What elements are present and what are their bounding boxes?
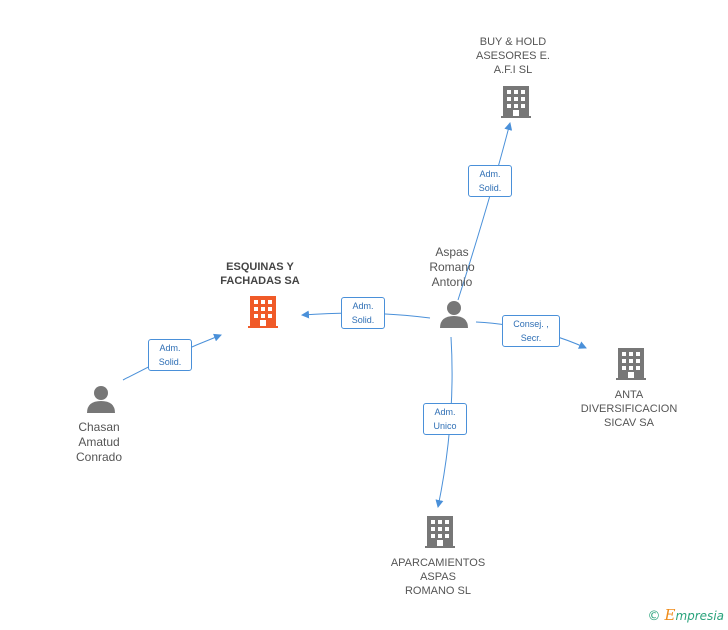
node-label-aparcamientos[interactable]: APARCAMIENTOS ASPAS ROMANO SL xyxy=(390,557,486,597)
building-icon[interactable] xyxy=(616,348,646,380)
node-label-chasan[interactable]: Chasan Amatud Conrado xyxy=(75,420,123,464)
node-label-esquinas[interactable]: ESQUINAS Y FACHADAS SA xyxy=(220,261,300,287)
brand-name: mpresia xyxy=(675,609,724,623)
building-icon[interactable] xyxy=(248,296,278,328)
edge-label-aspas-aparcamientos: Adm. Unico xyxy=(423,403,467,435)
edge-label-chasan-esquinas: Adm. Solid. xyxy=(148,339,192,371)
person-icon[interactable] xyxy=(87,386,115,413)
edge-label-aspas-esquinas: Adm. Solid. xyxy=(341,297,385,329)
person-icon[interactable] xyxy=(440,301,468,328)
edge-label-aspas-anta: Consej. , Secr. xyxy=(502,315,560,347)
building-icon[interactable] xyxy=(425,516,455,548)
brand-logo: ©Empresia xyxy=(647,606,724,624)
node-label-buyhold[interactable]: BUY & HOLD ASESORES E. A.F.I SL xyxy=(476,36,550,76)
edge-aspas-buyhold xyxy=(457,122,513,301)
copyright-icon: © xyxy=(647,609,661,624)
brand-initial: E xyxy=(664,606,676,624)
building-icon[interactable] xyxy=(501,86,531,118)
edge-label-aspas-buyhold: Adm. Solid. xyxy=(468,165,512,197)
node-label-anta[interactable]: ANTA DIVERSIFICACION SICAV SA xyxy=(580,389,678,429)
node-label-aspas[interactable]: Aspas Romano Antonio xyxy=(429,245,475,289)
